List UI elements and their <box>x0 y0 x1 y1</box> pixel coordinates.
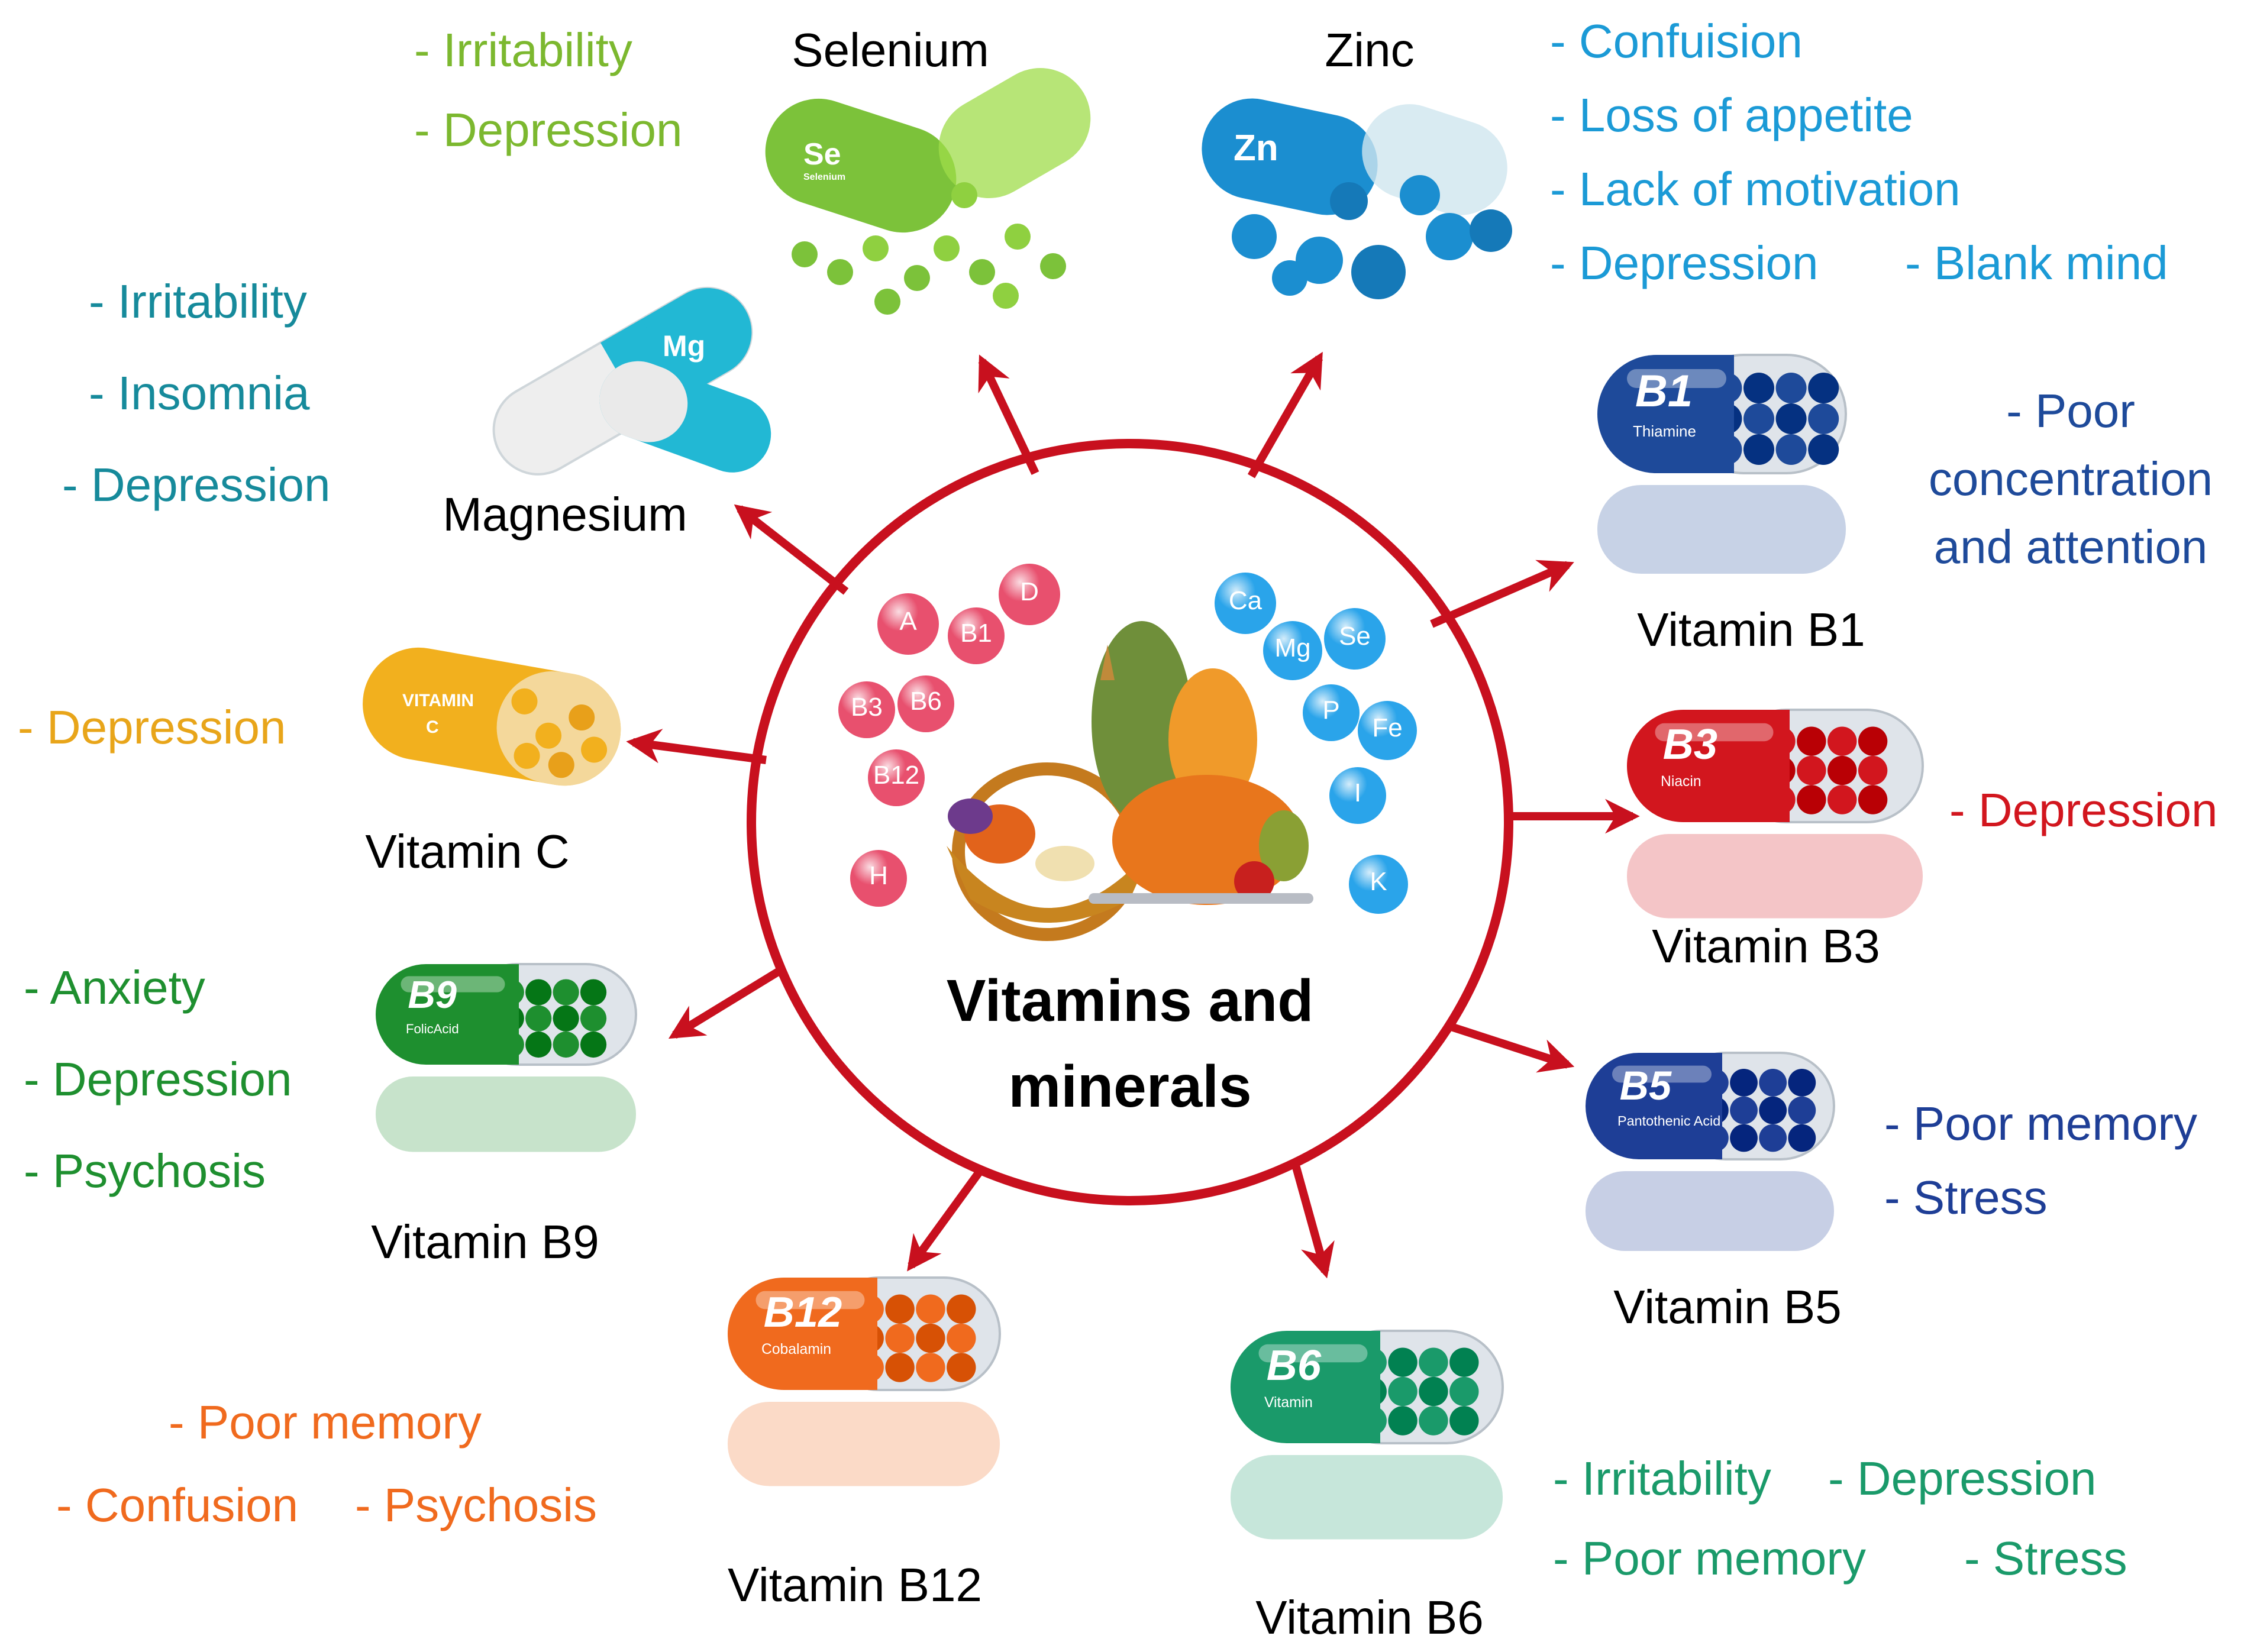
vitamin-bubble-label: B3 <box>851 693 883 722</box>
vitamin-b6-symptom: - Stress <box>1964 1532 2127 1585</box>
center-title-line1: Vitamins and <box>946 968 1314 1034</box>
magnesium-symptom: - Depression <box>62 458 331 511</box>
vitamin-b1-symptom: - Poor <box>2006 384 2135 437</box>
vitamin-b9-symptom: - Depression <box>24 1053 292 1105</box>
vitamin-bubble-label: B12 <box>873 761 920 790</box>
vitamin-b1-capsule-symbol: B1 <box>1635 366 1693 416</box>
center-title: Vitamins and minerals <box>893 958 1367 1130</box>
vitamin-b5-symptom: - Poor memory <box>1884 1097 2197 1150</box>
food-basket-illustration <box>947 621 1313 941</box>
vitamin-b1-symptom: and attention <box>1933 521 2208 573</box>
selenium-symptom: - Irritability <box>414 24 632 76</box>
mineral-bubble-label: Mg <box>1274 633 1311 662</box>
vitamin-b6-symptom: - Poor memory <box>1553 1532 1866 1585</box>
mineral-bubble-label: K <box>1370 867 1387 896</box>
arrow-to-vitamin-b9 <box>668 966 783 1039</box>
arrow-to-zinc <box>1247 351 1323 479</box>
vitamin-b6-symptom: - Irritability <box>1553 1452 1771 1505</box>
vitamin-c-symptom: - Depression <box>18 701 286 754</box>
vitamin-b1-symptom: concentration <box>1928 452 2213 505</box>
vitamin-bubbles <box>838 564 1060 907</box>
vitamin-b9-symptom: - Psychosis <box>24 1145 266 1197</box>
magnesium-symptom: - Insomnia <box>89 367 310 419</box>
arrow-to-vitamin-b5 <box>1448 1022 1575 1073</box>
selenium-capsule-symbol: Se <box>803 137 841 172</box>
arrows <box>626 351 1640 1279</box>
vitamin-b9-capsule-symbol: B9 <box>408 974 457 1017</box>
mineral-bubble-label: P <box>1322 696 1340 725</box>
vitamin-b5-capsule-icon <box>1586 1052 1835 1251</box>
mineral-bubble-label: Ca <box>1228 586 1263 615</box>
vitamin-b9-symptom: - Anxiety <box>24 961 205 1014</box>
arrow-to-selenium <box>978 354 1039 475</box>
vitamin-b6-name: Vitamin B6 <box>1255 1591 1484 1644</box>
magnesium-symptom: - Irritability <box>89 275 307 328</box>
vitamin-bubble-label: H <box>869 861 888 890</box>
vitamin-b12-symptom: - Confusion <box>56 1479 299 1531</box>
vitamin-b12-symptom: - Psychosis <box>355 1479 597 1531</box>
magnesium-capsule-symbol: Mg <box>663 329 706 363</box>
vitamin-c-capsule-icon <box>363 647 621 786</box>
vitamin-bubble-label: A <box>899 607 917 636</box>
vitamin-b5-symptom: - Stress <box>1884 1171 2048 1224</box>
vitamin-b1-name: Vitamin B1 <box>1637 603 1865 656</box>
selenium-capsule-icon <box>765 67 1091 315</box>
vitamin-c-capsule-subtitle: C <box>426 717 439 737</box>
vitamin-b12-capsule-subtitle: Cobalamin <box>761 1341 832 1358</box>
arrow-to-vitamin-b1 <box>1430 560 1574 628</box>
vitamin-b9-name: Vitamin B9 <box>371 1215 599 1268</box>
zinc-name: Zinc <box>1325 24 1415 76</box>
selenium-symptom: - Depression <box>414 104 683 156</box>
vitamin-b6-capsule-icon <box>1231 1330 1504 1540</box>
vitamin-b5-name: Vitamin B5 <box>1613 1281 1842 1333</box>
mineral-bubble-label: Fe <box>1372 713 1403 742</box>
vitamin-bubble-label: B1 <box>960 619 992 648</box>
zinc-capsule-symbol: Zn <box>1234 128 1278 169</box>
vitamin-b9-capsule-subtitle: FolicAcid <box>406 1021 459 1036</box>
zinc-symptom: - Confuision <box>1550 15 1803 67</box>
zinc-symptom: - Blank mind <box>1905 237 2168 289</box>
vitamin-b12-capsule-icon <box>728 1276 1001 1486</box>
arrow-to-vitamin-c <box>626 729 767 764</box>
center-title-line2: minerals <box>1008 1053 1252 1120</box>
vitamin-b12-name: Vitamin B12 <box>728 1559 982 1611</box>
vitamin-b6-symptom: - Depression <box>1828 1452 2097 1505</box>
arrow-to-vitamin-b12 <box>907 1165 986 1272</box>
mineral-bubbles <box>1215 573 1417 914</box>
arrow-to-vitamin-b6 <box>1291 1164 1335 1279</box>
zinc-capsule-icon <box>1202 98 1512 299</box>
vitamin-b6-capsule-subtitle: Vitamin <box>1264 1395 1313 1411</box>
selenium-capsule-subtitle: Selenium <box>803 172 846 182</box>
zinc-symptom: - Loss of appetite <box>1550 89 1913 141</box>
magnesium-capsule-icon <box>492 286 771 476</box>
vitamin-b1-capsule-icon <box>1597 354 1847 574</box>
vitamin-b3-capsule-icon <box>1627 709 1924 919</box>
vitamin-b3-symptom: - Depression <box>1949 784 2218 836</box>
arrow-to-magnesium <box>734 504 849 595</box>
vitamin-c-capsule-symbol: VITAMIN <box>402 691 474 710</box>
vitamin-b9-capsule-icon <box>376 963 637 1152</box>
zinc-symptom: - Depression <box>1550 237 1819 289</box>
vitamin-b3-name: Vitamin B3 <box>1652 920 1880 972</box>
vitamin-c-name: Vitamin C <box>365 825 570 878</box>
mineral-bubble-label: I <box>1354 778 1362 807</box>
vitamin-b12-capsule-symbol: B12 <box>763 1288 842 1336</box>
vitamin-b5-capsule-symbol: B5 <box>1619 1063 1672 1108</box>
vitamin-b3-capsule-symbol: B3 <box>1662 720 1718 768</box>
selenium-name: Selenium <box>792 24 989 76</box>
magnesium-name: Magnesium <box>443 488 687 541</box>
vitamin-b12-symptom: - Poor memory <box>169 1396 482 1449</box>
vitamin-b1-capsule-subtitle: Thiamine <box>1633 422 1696 440</box>
vitamin-bubble-label: B6 <box>910 687 942 716</box>
zinc-symptom: - Lack of motivation <box>1550 163 1961 215</box>
mineral-bubble-label: Se <box>1339 622 1371 651</box>
vitamin-b3-capsule-subtitle: Niacin <box>1661 774 1701 790</box>
vitamin-bubble-label: D <box>1020 577 1039 606</box>
vitamin-b6-capsule-symbol: B6 <box>1266 1341 1322 1389</box>
vitamin-b5-capsule-subtitle: Pantothenic Acid <box>1617 1113 1721 1129</box>
